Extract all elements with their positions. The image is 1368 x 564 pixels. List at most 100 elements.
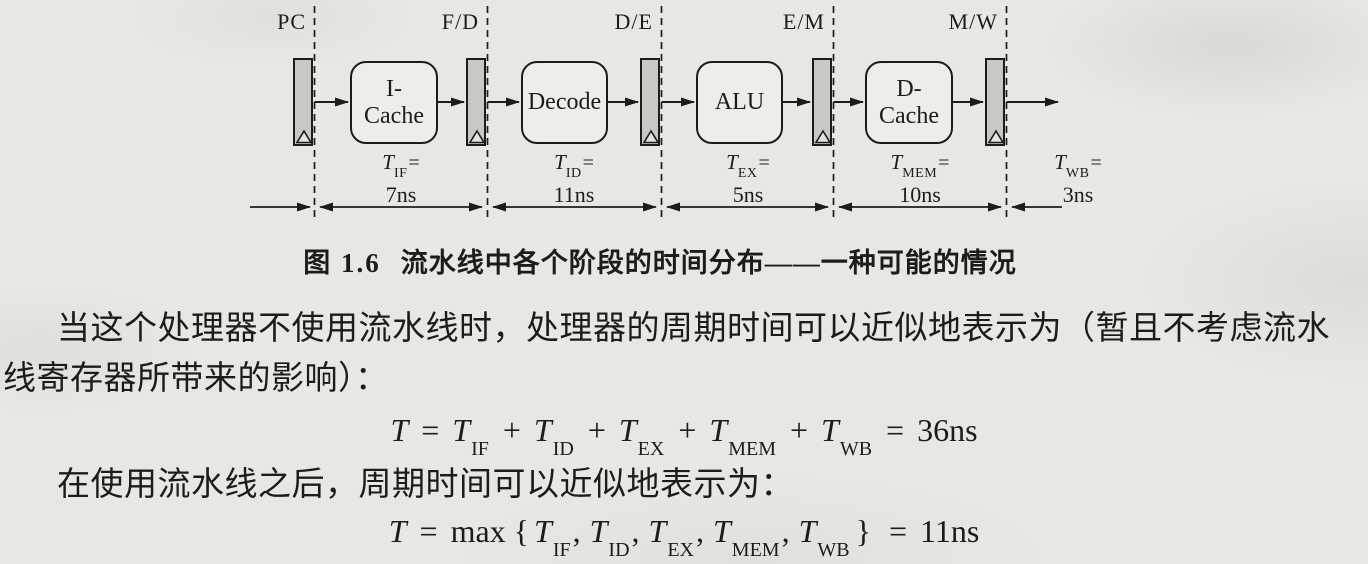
register-label-mw: M/W bbox=[948, 9, 998, 34]
stage-box-alu: ALU bbox=[696, 61, 783, 144]
formula-var: T bbox=[533, 412, 552, 448]
stage-box-text: ALU bbox=[714, 89, 765, 115]
formula-unpipelined: T=TIF+TID+TEX+TMEM+TWB=36ns bbox=[0, 412, 1368, 460]
formula-result: 11ns bbox=[920, 513, 980, 549]
equals-sign: = bbox=[421, 412, 440, 448]
equals-sign: = bbox=[886, 412, 905, 448]
timing-value: 11ns bbox=[553, 182, 595, 208]
clock-edge-icon bbox=[295, 129, 313, 144]
diagram-lines bbox=[250, 6, 1062, 218]
paragraph-2: 在使用流水线之后，周期时间可以近似地表示为： bbox=[57, 467, 794, 503]
register-label-pc: PC bbox=[277, 9, 306, 34]
timing-subscript: IF bbox=[393, 166, 408, 182]
equals-sign: = bbox=[582, 152, 594, 174]
equals-sign: = bbox=[758, 152, 770, 174]
timing-subscript: WB bbox=[1065, 166, 1090, 182]
clock-edge-icon bbox=[468, 129, 486, 144]
equals-sign: = bbox=[408, 152, 420, 174]
formula-var: T bbox=[452, 412, 471, 448]
plus-sign: + bbox=[678, 412, 697, 448]
formula-pipelined: T=max{TIF,TID,TEX,TMEM,TWB}=11ns bbox=[0, 513, 1368, 561]
stage-box-text: I- bbox=[386, 75, 402, 102]
equals-sign: = bbox=[888, 513, 907, 549]
register-label-fd: F/D bbox=[441, 9, 479, 34]
clock-edge-icon bbox=[987, 129, 1005, 144]
timing-value: 10ns bbox=[899, 182, 941, 208]
timing-var: T bbox=[554, 150, 566, 174]
pipeline-register-pc bbox=[293, 58, 313, 146]
timing-var: T bbox=[890, 150, 903, 174]
timing-label-tmem: TMEM= 10ns bbox=[840, 150, 1000, 207]
open-brace: { bbox=[513, 513, 530, 549]
clock-edge-icon bbox=[814, 129, 832, 144]
figure-number: 图 1.6 bbox=[303, 248, 381, 278]
timing-symbol: TID= bbox=[494, 150, 654, 182]
formula-subscript: ID bbox=[552, 438, 574, 461]
formula-subscript: EX bbox=[667, 539, 694, 562]
register-label-em: E/M bbox=[782, 9, 825, 34]
comma: , bbox=[695, 513, 704, 549]
formula-subscript: WB bbox=[817, 539, 850, 562]
register-label-de: D/E bbox=[614, 9, 653, 34]
timing-value: 5ns bbox=[732, 182, 764, 208]
timing-var: T bbox=[1054, 150, 1066, 174]
stage-box-dcache: D- Cache bbox=[865, 61, 953, 144]
paragraph-1-line-2: 线寄存器所带来的影响）： bbox=[3, 361, 389, 397]
plus-sign: + bbox=[789, 412, 809, 448]
timing-symbol: TMEM= bbox=[840, 150, 1000, 182]
timing-symbol: TWB= bbox=[998, 150, 1158, 182]
timing-var: T bbox=[726, 150, 738, 174]
timing-label-twb: TWB= 3ns bbox=[998, 150, 1158, 207]
formula-subscript: IF bbox=[552, 539, 571, 562]
timing-label-tex: TEX= 5ns bbox=[668, 150, 828, 207]
timing-subscript: EX bbox=[737, 166, 758, 182]
stage-box-text: D- bbox=[896, 75, 922, 102]
plus-sign: + bbox=[502, 412, 521, 448]
comma: , bbox=[631, 513, 640, 549]
formula-var: T bbox=[390, 412, 409, 448]
stage-box-text: Decode bbox=[527, 89, 602, 115]
max-function: max bbox=[450, 513, 506, 549]
formula-var: T bbox=[712, 513, 731, 549]
formula-var: T bbox=[648, 513, 667, 549]
timing-value: 7ns bbox=[385, 182, 417, 208]
formula-subscript: ID bbox=[608, 539, 630, 562]
equals-sign: = bbox=[938, 152, 950, 174]
pipeline-register-mw bbox=[985, 58, 1005, 146]
pipeline-register-em bbox=[812, 58, 832, 146]
timing-subscript: MEM bbox=[902, 166, 938, 182]
figure-caption: 图 1.6 流水线中各个阶段的时间分布——一种可能的情况 bbox=[0, 241, 1344, 280]
formula-subscript: WB bbox=[839, 438, 873, 461]
timing-label-tid: TID= 11ns bbox=[494, 150, 654, 207]
timing-value: 3ns bbox=[1062, 182, 1094, 208]
formula-subscript: EX bbox=[637, 438, 665, 461]
timing-symbol: TEX= bbox=[668, 150, 828, 182]
pipeline-register-fd bbox=[466, 58, 486, 146]
timing-var: T bbox=[382, 150, 394, 174]
formula-subscript: MEM bbox=[731, 539, 780, 562]
stage-box-icache: I- Cache bbox=[350, 61, 438, 144]
comma: , bbox=[572, 513, 581, 549]
plus-sign: + bbox=[587, 412, 606, 448]
timing-subscript: ID bbox=[565, 166, 582, 182]
formula-var: T bbox=[589, 513, 608, 549]
pipeline-register-de bbox=[640, 58, 660, 146]
formula-var: T bbox=[534, 513, 552, 549]
paragraph-1-line-1: 当这个处理器不使用流水线时，处理器的周期时间可以近似地表示为（暂且不考虑流水 bbox=[57, 311, 1330, 347]
equals-sign: = bbox=[419, 513, 438, 549]
stage-box-text: Cache bbox=[364, 102, 424, 129]
comma: , bbox=[781, 513, 790, 549]
figure-caption-text: 流水线中各个阶段的时间分布——一种可能的情况 bbox=[400, 248, 1017, 278]
close-brace: } bbox=[855, 513, 871, 549]
clock-edge-icon bbox=[642, 129, 660, 144]
formula-subscript: IF bbox=[471, 438, 489, 461]
formula-result: 36ns bbox=[917, 412, 978, 448]
formula-var: T bbox=[798, 513, 817, 549]
formula-var: T bbox=[618, 412, 637, 448]
timing-symbol: TIF= bbox=[321, 150, 481, 182]
equals-sign: = bbox=[1090, 152, 1102, 174]
formula-subscript: MEM bbox=[728, 438, 776, 461]
formula-var: T bbox=[709, 412, 728, 448]
stage-box-decode: Decode bbox=[521, 61, 608, 144]
